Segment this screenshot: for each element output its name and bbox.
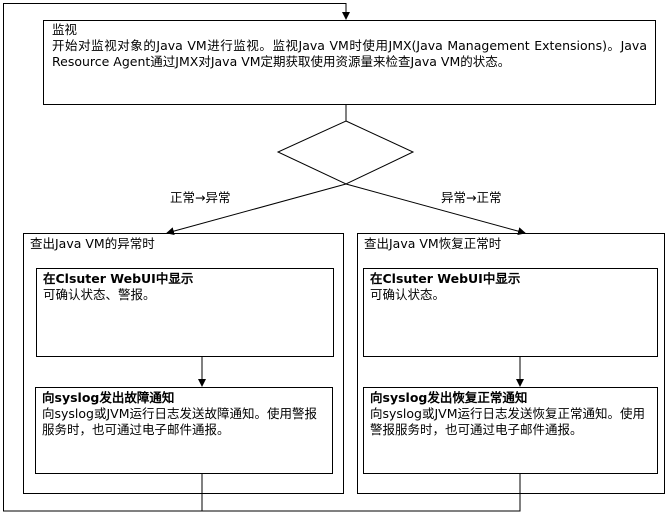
right-webui-title: 在Clsuter WebUI中显示 [370,271,521,286]
loop-back-line [3,3,521,512]
right-syslog-box: 向syslog发出恢复正常通知 向syslog或JVM运行日志发送恢复正常通知。… [363,387,658,474]
left-syslog-title: 向syslog发出故障通知 [42,390,175,405]
right-webui-body: 可确认状态。 [370,287,446,302]
left-syslog-body: 向syslog或JVM运行日志发送故障通知。使用警报服务时，也可通过电子邮件通报… [42,406,318,437]
branch-label-error-to-normal: 异常→正常 [441,190,502,205]
monitor-box: 监视 开始对监视对象的Java VM进行监视。监视Java VM时使用JMX(J… [43,20,656,105]
right-outer-title: 查出Java VM恢复正常时 [364,236,502,251]
left-syslog-box: 向syslog发出故障通知 向syslog或JVM运行日志发送故障通知。使用警报… [35,387,333,474]
arrow-to-right [345,183,526,236]
left-webui-body: 可确认状态、警报。 [43,287,156,302]
arrow-to-left [166,183,347,236]
right-syslog-body: 向syslog或JVM运行日志发送恢复正常通知。使用警报服务时，也可通过电子邮件… [370,406,646,437]
left-outer-title: 查出Java VM的异常时 [30,236,155,251]
monitor-body: 开始对监视对象的Java VM进行监视。监视Java VM时使用JMX(Java… [52,38,647,69]
right-syslog-title: 向syslog发出恢复正常通知 [370,390,528,405]
right-webui-box: 在Clsuter WebUI中显示 可确认状态。 [363,268,658,357]
branch-label-normal-to-error: 正常→异常 [170,190,231,205]
left-webui-box: 在Clsuter WebUI中显示 可确认状态、警报。 [36,268,334,357]
decision-diamond [276,120,415,185]
monitor-title: 监视 [52,22,78,37]
left-webui-title: 在Clsuter WebUI中显示 [43,271,194,286]
